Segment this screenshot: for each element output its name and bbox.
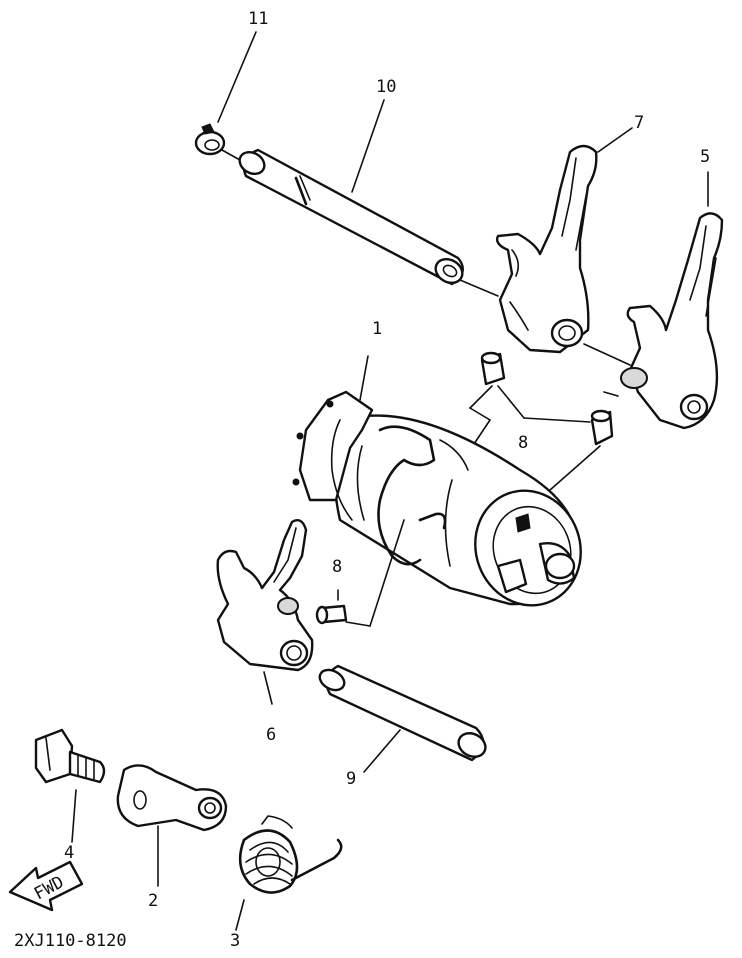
callout-3: 3 xyxy=(230,931,240,951)
callout-8-upper: 8 xyxy=(518,433,528,453)
part-2-stopper-lever xyxy=(116,764,228,887)
part-8-pin-upper-right xyxy=(549,409,614,491)
part-9-guide-bar xyxy=(318,664,487,773)
callout-1: 1 xyxy=(372,319,382,339)
leader-line-1 xyxy=(359,355,369,401)
part-5-shift-fork xyxy=(620,212,724,430)
part-8-leader-lines xyxy=(497,385,619,423)
part-11-circlip xyxy=(194,123,241,161)
part-8-pin-upper-left xyxy=(469,351,506,451)
part-10-guide-bar xyxy=(238,148,499,297)
leader-line-7 xyxy=(597,127,633,153)
part-4-bolt xyxy=(34,728,106,843)
part-7-shift-fork xyxy=(495,144,631,366)
callout-7: 7 xyxy=(634,113,644,133)
callout-5: 5 xyxy=(700,147,710,167)
fwd-direction-arrow: FWD xyxy=(8,860,84,912)
callout-10: 10 xyxy=(376,77,396,97)
callout-2: 2 xyxy=(148,891,158,911)
callout-8-lower: 8 xyxy=(332,557,342,577)
part-8-pin-lower xyxy=(315,519,405,627)
drawing-code: 2XJ110-8120 xyxy=(14,931,127,951)
leader-line-10 xyxy=(351,99,385,193)
callout-11: 11 xyxy=(248,9,268,29)
callout-9: 9 xyxy=(346,769,356,789)
leader-line-11 xyxy=(217,31,257,123)
part-6-shift-fork xyxy=(216,519,314,705)
callout-6: 6 xyxy=(266,725,276,745)
part-1-shift-drum xyxy=(292,390,582,607)
part-3-torsion-spring xyxy=(235,815,343,931)
callout-4: 4 xyxy=(64,843,74,863)
